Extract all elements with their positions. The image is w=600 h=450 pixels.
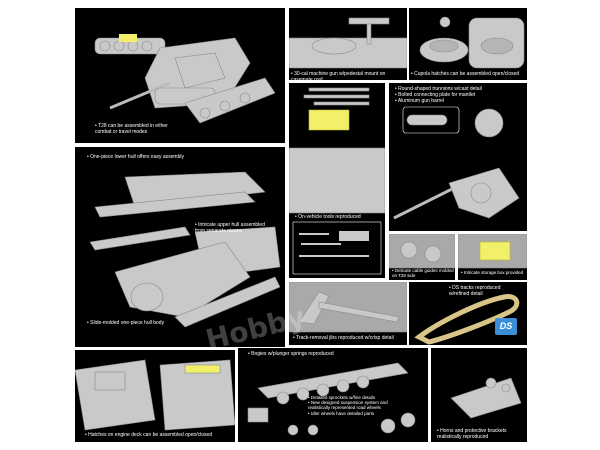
panel-gun-barrel: • Round-shaped trunnions w/cast detail •… xyxy=(389,83,527,231)
t28-model-image xyxy=(94,34,276,124)
caption-t28-modes: • T28 can be assembled in either combat … xyxy=(95,123,168,135)
panel-track-jibs: • Track-removal jibs reproduced w/crisp … xyxy=(289,282,407,345)
caption-suspension: • Detailed sprockets w/fine details • Ne… xyxy=(308,395,388,416)
caption-gun-details: • Round-shaped trunnions w/cast detail •… xyxy=(395,86,482,104)
caption-upper-hull: • Intricate upper hull assembled from se… xyxy=(195,222,265,234)
caption-engine-hatches: • Hatches on engine deck can be assemble… xyxy=(85,432,213,438)
panel-ds-tracks: • DS tracks reproduced w/refined detail … xyxy=(409,282,527,345)
caption-cupola: • Cupola hatches can be assembled open/c… xyxy=(411,71,520,77)
panel-storage-box: • Intricate storage box provided xyxy=(458,234,527,280)
caption-hull-body: • Slide-molded one-piece hull body xyxy=(87,320,165,326)
storage-box-image xyxy=(458,234,527,269)
cupola-image xyxy=(419,16,525,69)
yellow-part-highlight xyxy=(119,34,137,42)
panel-t28-overview: • T28 can be assembled in either combat … xyxy=(75,8,285,143)
caption-bogies: • Bogies w/plunger springs reproduced xyxy=(248,351,334,357)
cable-guides-image xyxy=(389,234,455,269)
panel-machine-gun: • 30-cal machine gun w/pedestal mount on… xyxy=(289,8,407,80)
tool-box-highlight xyxy=(308,109,350,131)
horns-image xyxy=(450,377,522,419)
machine-gun-image xyxy=(289,17,407,69)
panel-hull-assembly: • One-piece lower hull offers easy assem… xyxy=(75,147,285,347)
panel-engine-hatches: • Hatches on engine deck can be assemble… xyxy=(75,350,235,442)
panel-horns: • Horns and protective brackets realisti… xyxy=(431,348,527,442)
caption-track-jibs: • Track-removal jibs reproduced w/crisp … xyxy=(293,335,394,341)
caption-tools: • On-vehicle tools reproduced xyxy=(295,214,361,220)
tools-image xyxy=(289,87,385,275)
caption-cable-guides: • Delicate cable guides molded on T28 si… xyxy=(392,268,454,278)
ds-tracks-image xyxy=(414,294,520,345)
caption-ds-tracks: • DS tracks reproduced w/refined detail xyxy=(449,285,501,297)
gun-barrel-image xyxy=(393,106,520,220)
caption-machine-gun: • 30-cal machine gun w/pedestal mount on… xyxy=(291,71,386,80)
panel-on-vehicle-tools: • On-vehicle tools reproduced xyxy=(289,83,385,278)
hull-parts-image xyxy=(89,171,281,328)
caption-horns: • Horns and protective brackets realisti… xyxy=(437,428,507,440)
caption-lower-hull: • One-piece lower hull offers easy assem… xyxy=(87,154,184,160)
caption-storage-box: • Intricate storage box provided xyxy=(461,270,524,275)
panel-cable-guides: • Delicate cable guides molded on T28 si… xyxy=(389,234,455,280)
track-jibs-image xyxy=(289,282,407,333)
ds-logo: DS xyxy=(495,318,517,335)
engine-hatches-image xyxy=(75,359,235,431)
suspension-image xyxy=(247,362,416,436)
panel-cupola: • Cupola hatches can be assembled open/c… xyxy=(409,8,527,80)
panel-suspension: • Bogies w/plunger springs reproduced • … xyxy=(238,348,428,442)
